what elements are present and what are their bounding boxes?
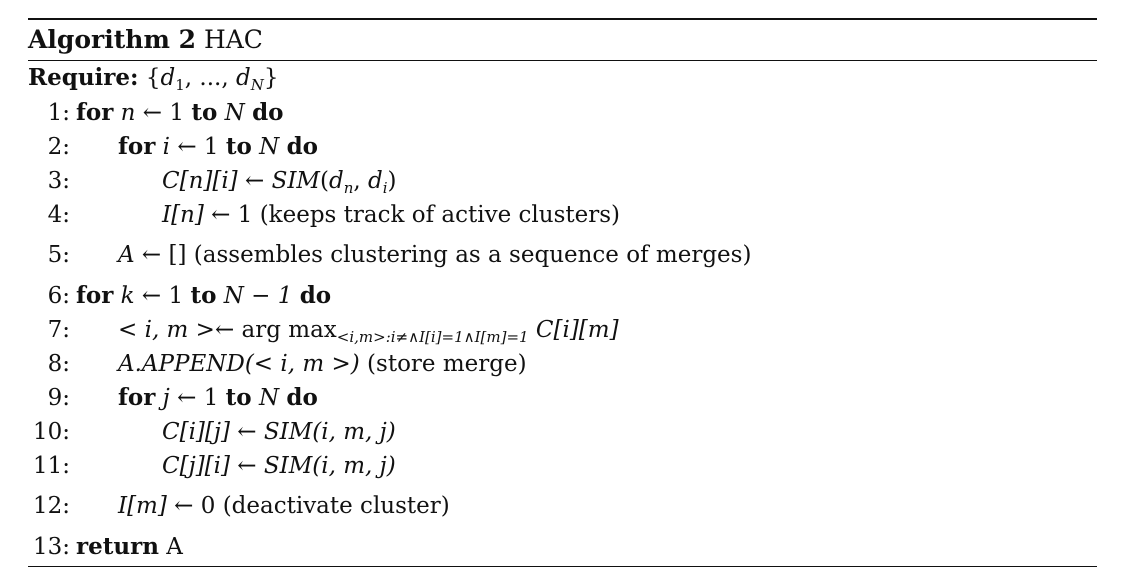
algorithm-label: Algorithm 2 (28, 25, 196, 54)
line-number: 8: (47, 351, 70, 377)
line-comment: (store merge) (359, 351, 527, 377)
line-number: 3: (47, 168, 70, 194)
algorithm-title: HAC (203, 25, 263, 54)
line-number: 10: (32, 419, 70, 445)
line-content: for j ← 1 to N do (118, 384, 318, 411)
algorithm-caption: Algorithm 2 HAC (28, 20, 1097, 60)
line-number: 6: (47, 283, 70, 309)
line-content: return A (76, 533, 183, 560)
line-number: 1: (47, 100, 70, 126)
algorithm-line: 10: C[i][j] ← SIM(i, m, j) (28, 417, 396, 447)
line-content: for i ← 1 to N do (118, 133, 319, 160)
algorithm-line: 11: C[j][i] ← SIM(i, m, j) (28, 451, 396, 481)
line-number: 13: (32, 534, 70, 560)
algorithm-line: 6: for k ← 1 to N − 1 do (28, 281, 332, 311)
line-content: C[j][i] ← SIM(i, m, j) (162, 453, 396, 479)
line-comment: (keeps track of active clusters) (259, 202, 621, 228)
algorithm-body: Require: {d1, ..., dN} 1: for n ← 1 to N… (28, 61, 1097, 566)
line-number: 7: (47, 317, 70, 343)
algorithm-line: 2: for i ← 1 to N do (28, 132, 318, 162)
line-content: < i, m >← arg max<i,m>:i≠∧I[i]=1∧I[m]=1 … (118, 317, 619, 346)
algorithm-line: 9: for j ← 1 to N do (28, 383, 318, 413)
line-content: A.APPEND(< i, m >) (store merge) (118, 351, 527, 377)
require-label: Require: (28, 64, 139, 91)
line-content: C[n][i] ← SIM(dn, di) (162, 168, 397, 197)
algorithm-line: 8: A.APPEND(< i, m >) (store merge) (28, 349, 527, 379)
line-content: for n ← 1 to N do (76, 99, 284, 126)
require-line: Require: {d1, ..., dN} (28, 63, 278, 93)
algorithm-line: 3: C[n][i] ← SIM(dn, di) (28, 166, 397, 196)
line-comment: (deactivate cluster) (222, 493, 450, 519)
caption-rule (28, 60, 1097, 61)
line-content: I[m] ← 0 (deactivate cluster) (118, 493, 450, 519)
line-content: I[n] ← 1 (keeps track of active clusters… (162, 202, 621, 228)
algorithm-line: 5: A ← [] (assembles clustering as a seq… (28, 240, 752, 270)
algorithm-line: 13: return A (28, 532, 183, 562)
line-number: 5: (47, 242, 70, 268)
algorithm-line: 12: I[m] ← 0 (deactivate cluster) (28, 491, 450, 521)
line-number: 12: (32, 493, 70, 519)
line-number: 11: (32, 453, 70, 479)
algorithm-line: 1: for n ← 1 to N do (28, 98, 284, 128)
line-number: 4: (47, 202, 70, 228)
line-content: A ← [] (assembles clustering as a sequen… (118, 242, 752, 268)
line-content: for k ← 1 to N − 1 do (76, 282, 332, 309)
line-comment: (assembles clustering as a sequence of m… (193, 242, 752, 268)
algorithm-line: 4: I[n] ← 1 (keeps track of active clust… (28, 200, 620, 230)
bottom-rule (28, 566, 1097, 567)
line-content: C[i][j] ← SIM(i, m, j) (162, 419, 396, 445)
algorithm-line: 7: < i, m >← arg max<i,m>:i≠∧I[i]=1∧I[m]… (28, 315, 619, 345)
line-number: 9: (47, 385, 70, 411)
algorithm-block: Algorithm 2 HAC Require: {d1, ..., dN} 1… (28, 18, 1097, 567)
line-number: 2: (47, 134, 70, 160)
require-set: {d1, ..., dN} (145, 65, 279, 94)
top-rule (28, 18, 1097, 20)
